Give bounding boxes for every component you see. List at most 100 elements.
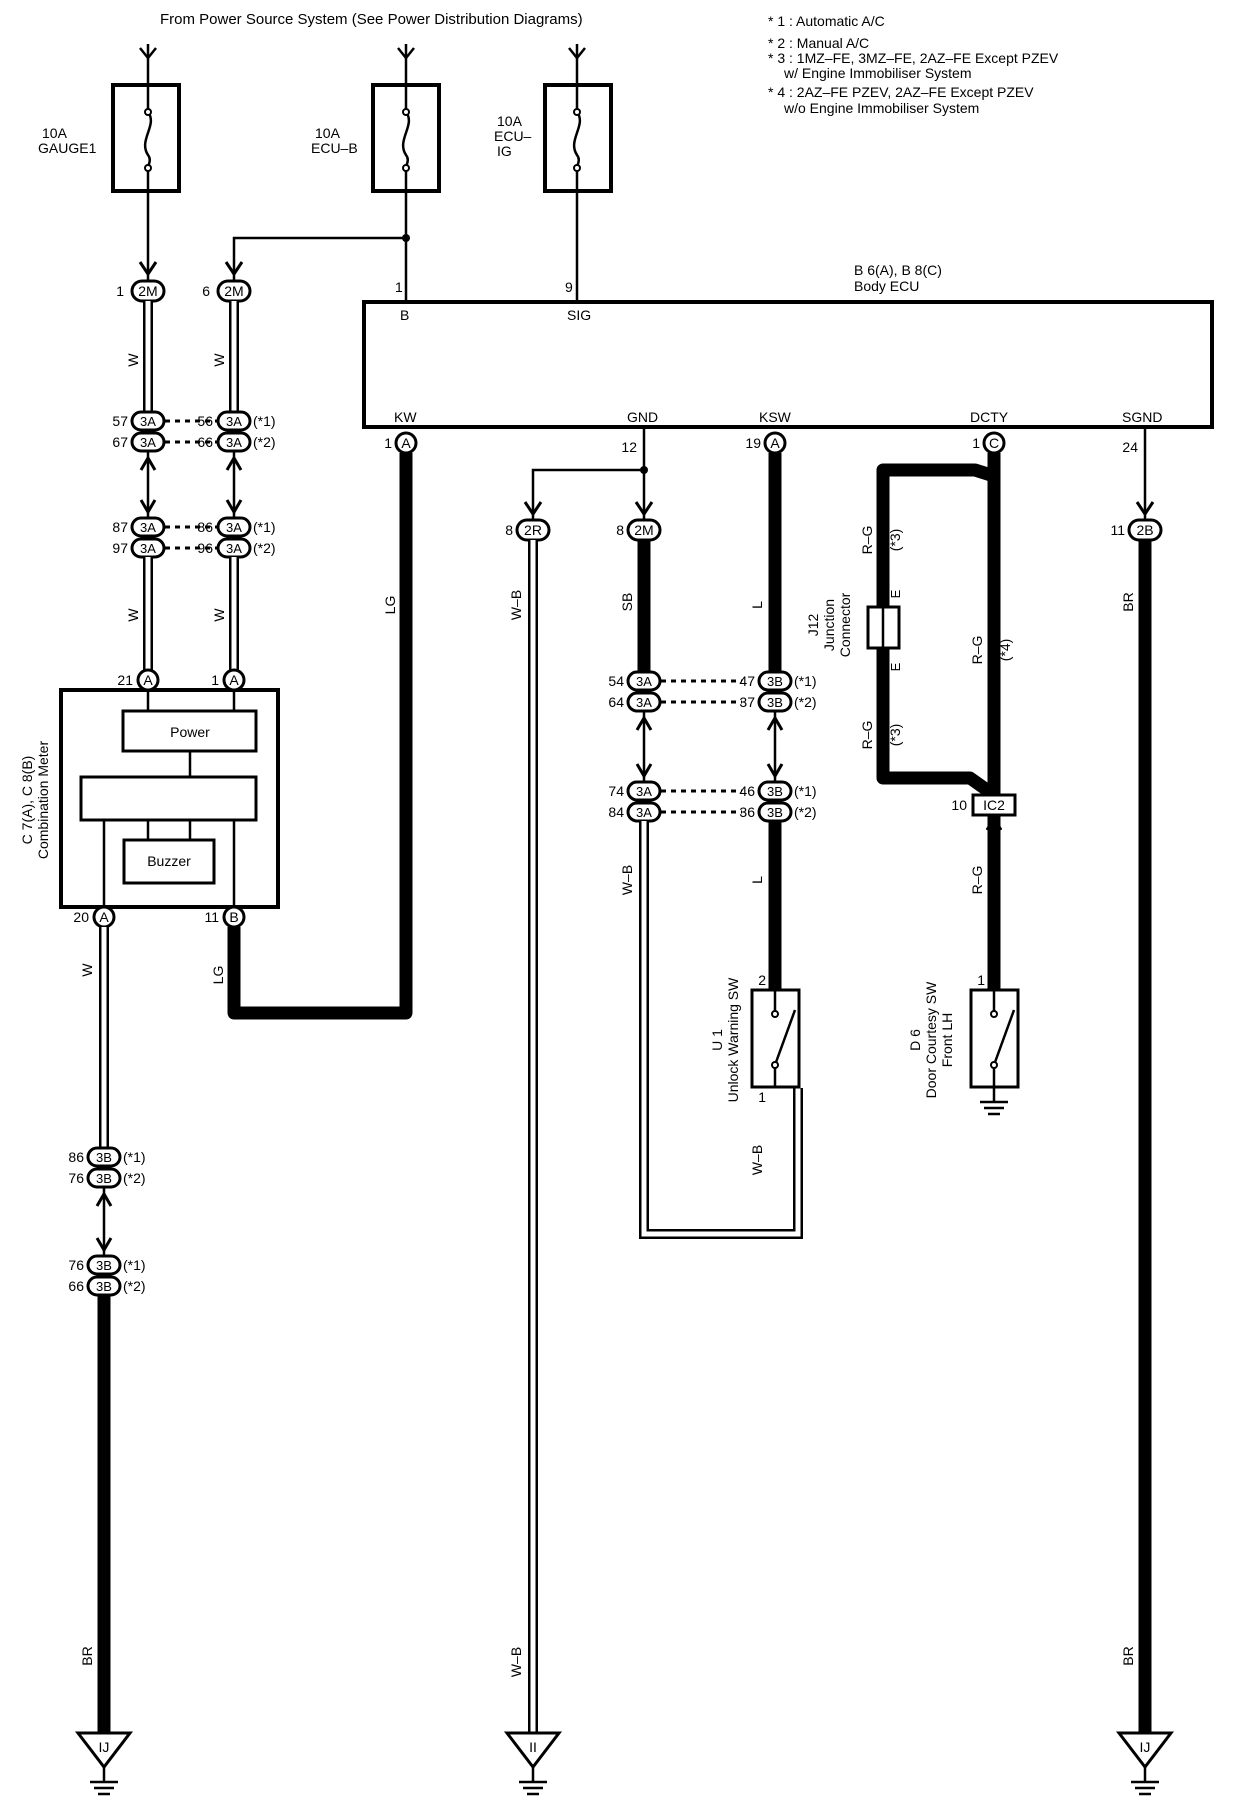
note-76c: (*1) bbox=[123, 1257, 146, 1273]
ecu-dcty-connector: C 1 bbox=[972, 431, 1006, 455]
wire-color-wb-2: W–B bbox=[508, 1647, 524, 1677]
conn-3a-87: 3A bbox=[140, 520, 156, 535]
connector-2b-pin: 11 bbox=[1110, 522, 1125, 538]
junction-name: Junction bbox=[821, 599, 837, 651]
wire-color-sb: SB bbox=[619, 593, 635, 612]
conn-3a-84: 3A bbox=[636, 805, 652, 820]
connector-2m-gnd-pin: 8 bbox=[616, 522, 624, 538]
note-86b: (*1) bbox=[123, 1149, 146, 1165]
wire-color-l-1: L bbox=[749, 601, 765, 609]
fuse-ecu-b-rating: 10A bbox=[315, 125, 341, 141]
note-96: (*2) bbox=[253, 540, 276, 556]
pin-57: 57 bbox=[112, 413, 128, 429]
ecu-sgnd-pin: 24 bbox=[1122, 439, 1138, 455]
meter-buzzer-label: Buzzer bbox=[147, 853, 191, 869]
note-46: (*1) bbox=[794, 783, 817, 799]
wire-rg: R–G (*3) R–G (*3) R–G (*4) bbox=[859, 453, 1013, 801]
meter-pin-11: 11 bbox=[204, 909, 219, 925]
ecu-pin-name-kw: KW bbox=[394, 409, 417, 425]
combination-meter: A A 21 1 Power Buzzer C 7(A), C 8(B) Com… bbox=[19, 668, 280, 929]
note-86: (*1) bbox=[253, 519, 276, 535]
unlock-code: U 1 bbox=[709, 1029, 725, 1051]
pin-47: 47 bbox=[739, 673, 755, 689]
note-rg-3b: (*3) bbox=[887, 724, 903, 747]
pin-36: 36 bbox=[739, 804, 755, 820]
wire-sb: SB bbox=[619, 540, 651, 672]
conn-3b-76: 3B bbox=[96, 1171, 112, 1186]
wire-color-lg-2: LG bbox=[210, 966, 226, 985]
wire-color-br-2: BR bbox=[1120, 592, 1136, 611]
ecu-kw-conn-id: A bbox=[401, 435, 411, 451]
unlock-pin-2: 2 bbox=[758, 972, 766, 988]
body-ecu-name: Body ECU bbox=[854, 278, 919, 294]
wire-meter-w-down: W bbox=[79, 927, 109, 1148]
conn-3b-76b: 3B bbox=[96, 1258, 112, 1273]
connector-2m-1-id: 2M bbox=[138, 283, 157, 299]
ground-ij-right-id: IJ bbox=[1140, 1739, 1151, 1755]
left-link-arrows bbox=[139, 451, 243, 518]
wire-rg-door: R–G bbox=[969, 815, 1001, 990]
junction-name2: Connector bbox=[837, 592, 853, 657]
pin-64: 64 bbox=[608, 694, 624, 710]
conn-3a-66: 3A bbox=[226, 435, 242, 450]
wire-color-w-5: W bbox=[79, 963, 95, 977]
note-76b: (*2) bbox=[123, 1170, 146, 1186]
ecu-gnd-pin: 12 bbox=[621, 439, 637, 455]
connector-ic2-pin: 10 bbox=[951, 797, 967, 813]
conn-3a-57: 3A bbox=[140, 414, 156, 429]
meter-code: C 7(A), C 8(B) bbox=[19, 756, 35, 845]
pin-86b: 86 bbox=[68, 1149, 84, 1165]
meter-name: Combination Meter bbox=[35, 741, 51, 860]
ecu-pin-name-dcty: DCTY bbox=[970, 409, 1009, 425]
wire-color-l-2: L bbox=[749, 876, 765, 884]
junction-pin-top: E bbox=[888, 589, 903, 598]
ecu-ksw-connector: A 19 bbox=[745, 431, 787, 455]
ground-ii-id: II bbox=[529, 1739, 537, 1755]
mid-connectors-lower: 3A 3A 3B 3B 74 84 46 36 (*1) (*2) bbox=[608, 780, 817, 823]
conn-3a-74: 3A bbox=[636, 784, 652, 799]
pin-87: 87 bbox=[112, 519, 128, 535]
note-66: (*2) bbox=[253, 434, 276, 450]
ground-ij-left: IJ bbox=[74, 1731, 134, 1796]
ecu-pin-name-sgnd: SGND bbox=[1122, 409, 1162, 425]
door-pin-1: 1 bbox=[977, 972, 985, 988]
conn-3a-64: 3A bbox=[636, 695, 652, 710]
meter-pin-1-conn: A bbox=[229, 672, 239, 688]
power-source-label: From Power Source System (See Power Dist… bbox=[160, 11, 583, 28]
meter-pin-21-conn: A bbox=[143, 672, 153, 688]
fuse-ecu-ig: 10A ECU– IG bbox=[494, 44, 613, 193]
connector-2m-6: 2M 6 bbox=[202, 279, 252, 303]
pin-74: 74 bbox=[608, 783, 624, 799]
note-2: * 2 : Manual A/C bbox=[768, 35, 869, 51]
conn-3a-97: 3A bbox=[140, 541, 156, 556]
left-connectors-upper: 3A 3A 3A 3A 57 67 56 66 (*1) (*2) bbox=[112, 410, 276, 453]
pin-76c: 76 bbox=[68, 1257, 84, 1273]
ecu-pin-num-b: 1 bbox=[395, 279, 403, 295]
note-4b: w/o Engine Immobiliser System bbox=[783, 100, 979, 116]
connector-ic2-id: IC2 bbox=[983, 797, 1005, 813]
wire-color-br-1: BR bbox=[79, 1646, 95, 1665]
wire-color-w-1: W bbox=[125, 353, 141, 367]
fuse-ecu-ig-name2: IG bbox=[497, 143, 512, 159]
fuse-gauge1-rating: 10A bbox=[42, 125, 68, 141]
note-3: * 3 : 1MZ–FE, 3MZ–FE, 2AZ–FE Except PZEV bbox=[768, 50, 1059, 66]
body-ecu-code: B 6(A), B 8(C) bbox=[854, 262, 942, 278]
wire-wb-main: W–B W–B bbox=[508, 540, 538, 1738]
ecu-kw-pin: 1 bbox=[384, 435, 392, 451]
ecu-pin-name-sig: SIG bbox=[567, 307, 591, 323]
connector-2m-6-id: 2M bbox=[224, 283, 243, 299]
pin-66: 66 bbox=[197, 434, 213, 450]
door-name: Door Courtesy SW bbox=[923, 981, 939, 1098]
ground-ij-right: IJ bbox=[1115, 1731, 1175, 1796]
wire-color-lg-1: LG bbox=[382, 596, 398, 615]
wire-color-w-3: W bbox=[125, 608, 141, 622]
connector-2r-id: 2R bbox=[524, 522, 542, 538]
pin-97: 97 bbox=[112, 540, 128, 556]
wire-color-wb-4: W–B bbox=[749, 1145, 765, 1175]
junction-connector-j12: E E J12 Junction Connector bbox=[805, 589, 903, 671]
fuse-gauge1-name: GAUGE1 bbox=[38, 140, 97, 156]
note-3b: w/ Engine Immobiliser System bbox=[783, 65, 972, 81]
note-66c: (*2) bbox=[123, 1278, 146, 1294]
door-code: D 6 bbox=[907, 1029, 923, 1051]
conn-3a-96: 3A bbox=[226, 541, 242, 556]
